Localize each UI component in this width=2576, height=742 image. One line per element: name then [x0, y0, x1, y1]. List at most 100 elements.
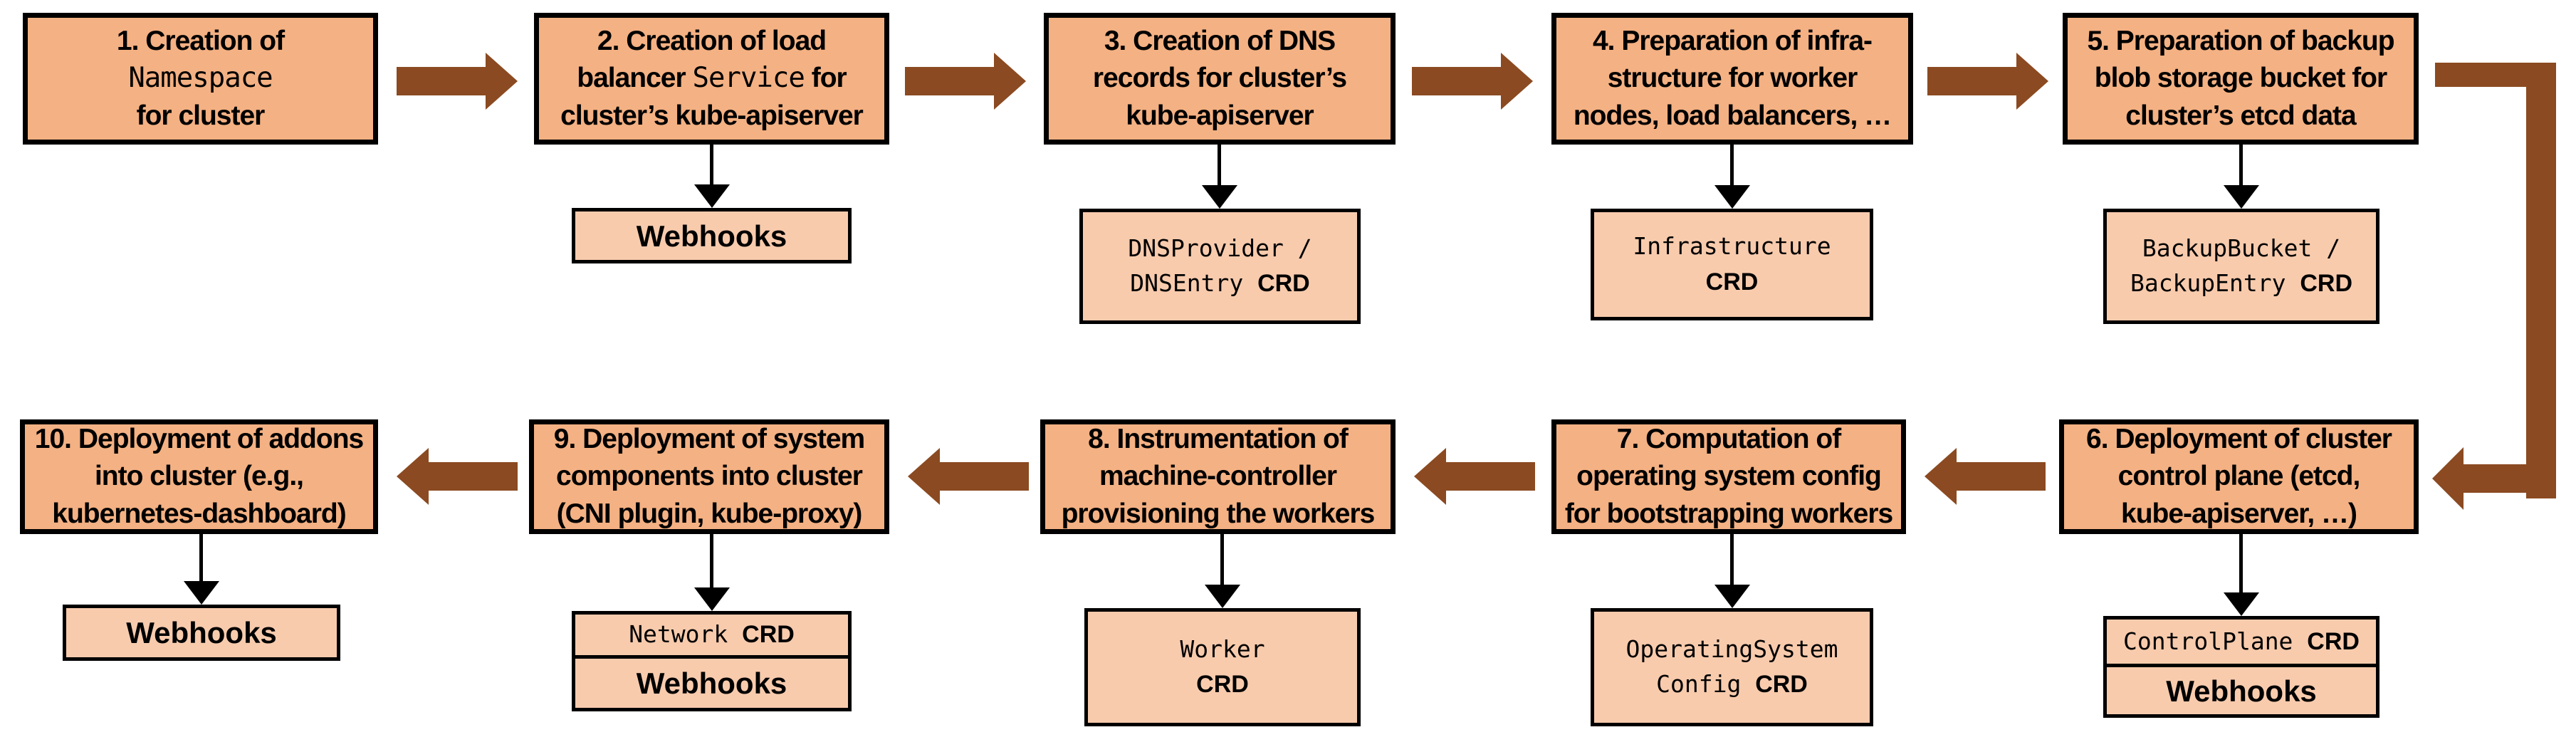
down-arrow-step3-head	[1202, 185, 1237, 209]
down-arrow-step3-line	[1218, 145, 1221, 185]
text-segment: 6. Deployment of cluster	[2086, 423, 2392, 454]
step-8-worker-crd-label: Worker CRD	[1180, 632, 1265, 704]
text-segment: Webhooks	[126, 616, 277, 649]
elbow-arrow-5-to-6	[2432, 63, 2556, 510]
arrow-left-head	[908, 448, 940, 505]
flow-arrow-6-to-7	[1925, 448, 2046, 505]
text-segment: 9. Deployment of system	[553, 423, 865, 454]
text-segment: Webhooks	[636, 667, 787, 700]
arrow-body	[397, 67, 486, 95]
down-arrow-step6-head	[2224, 592, 2259, 616]
flow-arrow-3-to-4	[1412, 53, 1533, 110]
step-5-backup-crd-box: BackupBucket / BackupEntry CRD	[2103, 209, 2379, 324]
text-segment: CRD	[2300, 270, 2353, 298]
text-segment: Config	[1656, 670, 1756, 699]
step-10-label: 10. Deployment of addons into cluster (e…	[34, 421, 364, 533]
step-8-box: 8. Instrumentation of machine-controller…	[1040, 419, 1396, 534]
arrow-right-head	[486, 53, 518, 110]
text-segment: components into cluster	[556, 461, 863, 492]
step-8-worker-crd-box: Worker CRD	[1084, 608, 1361, 726]
text-segment: Webhooks	[2166, 674, 2317, 708]
arrow-body	[940, 462, 1029, 491]
text-segment: CRD	[742, 621, 795, 648]
down-arrow-step4-head	[1714, 185, 1750, 209]
flow-arrow-1-to-2	[397, 53, 518, 110]
text-segment: Worker	[1180, 634, 1265, 663]
step-9-network-crd-label: Network CRD	[629, 617, 795, 653]
step-10-webhooks-box: Webhooks	[63, 605, 340, 661]
flow-arrow-9-to-10	[397, 448, 518, 505]
text-segment: 2. Creation of load	[597, 25, 827, 56]
down-arrow-step9-line	[710, 534, 713, 587]
step-3-dns-crd-label: DNSProvider / DNSEntry CRD	[1128, 231, 1311, 303]
text-segment: provisioning the workers	[1061, 498, 1376, 529]
step-6-controlplane-crd-label: ControlPlane CRD	[2123, 624, 2360, 660]
step-1-box: 1. Creation of Namespace for cluster	[23, 13, 378, 145]
text-segment: OperatingSystem	[1625, 634, 1838, 663]
down-arrow-step7-line	[1730, 534, 1734, 585]
text-segment: into cluster (e.g.,	[94, 461, 304, 492]
flow-arrow-2-to-3	[905, 53, 1026, 110]
text-segment: 7. Computation of	[1616, 423, 1841, 454]
down-arrow-step2-line	[710, 145, 713, 186]
down-arrow-step4-line	[1730, 145, 1734, 185]
arrow-body	[905, 67, 994, 95]
text-segment: CRD	[1705, 268, 1759, 296]
arrow-body	[1446, 462, 1535, 491]
step-4-infrastructure-crd-box: Infrastructure CRD	[1591, 209, 1873, 320]
step-6-webhooks-box: Webhooks	[2103, 664, 2379, 718]
step-3-label: 3. Creation of DNS records for cluster’s…	[1093, 23, 1347, 135]
down-arrow-step10-head	[184, 581, 219, 605]
step-7-osconfig-crd-label: OperatingSystem Config CRD	[1625, 632, 1838, 704]
text-segment: Service	[692, 62, 805, 95]
down-arrow-step6-line	[2239, 534, 2243, 592]
text-segment: 5. Preparation of backup	[2087, 25, 2394, 56]
text-segment: operating system config	[1576, 461, 1882, 492]
step-2-label: 2. Creation of load balancer Service for…	[560, 23, 864, 135]
down-arrow-step9-head	[694, 587, 730, 611]
arrow-body	[1957, 462, 2046, 491]
step-4-box: 4. Preparation of infra- structure for w…	[1551, 13, 1913, 145]
arrow-body	[429, 462, 518, 491]
step-6-webhooks-label: Webhooks	[2166, 669, 2317, 714]
step-9-network-crd-box: Network CRD	[572, 611, 852, 659]
arrow-left-head	[1925, 448, 1957, 505]
down-arrow-step5-line	[2239, 145, 2243, 185]
text-segment: 1. Creation of	[116, 25, 285, 56]
step-9-label: 9. Deployment of system components into …	[553, 421, 865, 533]
text-segment: DNSEntry	[1130, 269, 1258, 298]
text-segment: Network	[629, 620, 743, 648]
step-4-infrastructure-crd-label: Infrastructure CRD	[1633, 229, 1831, 301]
text-segment: Webhooks	[636, 219, 787, 253]
step-2-webhooks-box: Webhooks	[572, 208, 852, 263]
arrow-body	[1927, 67, 2016, 95]
flow-arrow-8-to-9	[908, 448, 1029, 505]
text-segment: nodes, load balancers, …	[1573, 100, 1892, 131]
text-segment: (CNI plugin, kube-proxy)	[556, 498, 863, 529]
text-segment: kube-apiserver	[1126, 100, 1314, 131]
flow-arrow-7-to-8	[1414, 448, 1535, 505]
text-segment: Namespace	[128, 62, 273, 95]
text-segment: CRD	[2307, 627, 2360, 655]
down-arrow-step2-head	[694, 184, 730, 208]
text-segment: CRD	[1257, 270, 1310, 298]
down-arrow-step8-head	[1205, 585, 1240, 608]
text-segment: blob storage bucket for	[2094, 63, 2387, 94]
text-segment: CRD	[1755, 671, 1808, 699]
text-segment: kube-apiserver, …)	[2121, 498, 2357, 529]
step-3-dns-crd-box: DNSProvider / DNSEntry CRD	[1079, 209, 1361, 324]
text-segment: 8. Instrumentation of	[1088, 423, 1349, 454]
step-1-label: 1. Creation of Namespace for cluster	[116, 23, 285, 135]
down-arrow-step10-line	[199, 534, 203, 581]
step-2-webhooks-label: Webhooks	[637, 214, 787, 258]
text-segment: cluster’s etcd data	[2125, 100, 2356, 131]
step-5-backup-crd-label: BackupBucket / BackupEntry CRD	[2130, 231, 2352, 303]
text-segment: BackupEntry	[2130, 269, 2300, 298]
step-4-label: 4. Preparation of infra- structure for w…	[1573, 23, 1892, 135]
step-5-label: 5. Preparation of backup blob storage bu…	[2087, 23, 2394, 135]
text-segment: 10. Deployment of addons	[34, 423, 364, 454]
step-10-box: 10. Deployment of addons into cluster (e…	[20, 419, 378, 534]
step-6-controlplane-crd-box: ControlPlane CRD	[2103, 616, 2379, 667]
step-9-box: 9. Deployment of system components into …	[529, 419, 889, 534]
